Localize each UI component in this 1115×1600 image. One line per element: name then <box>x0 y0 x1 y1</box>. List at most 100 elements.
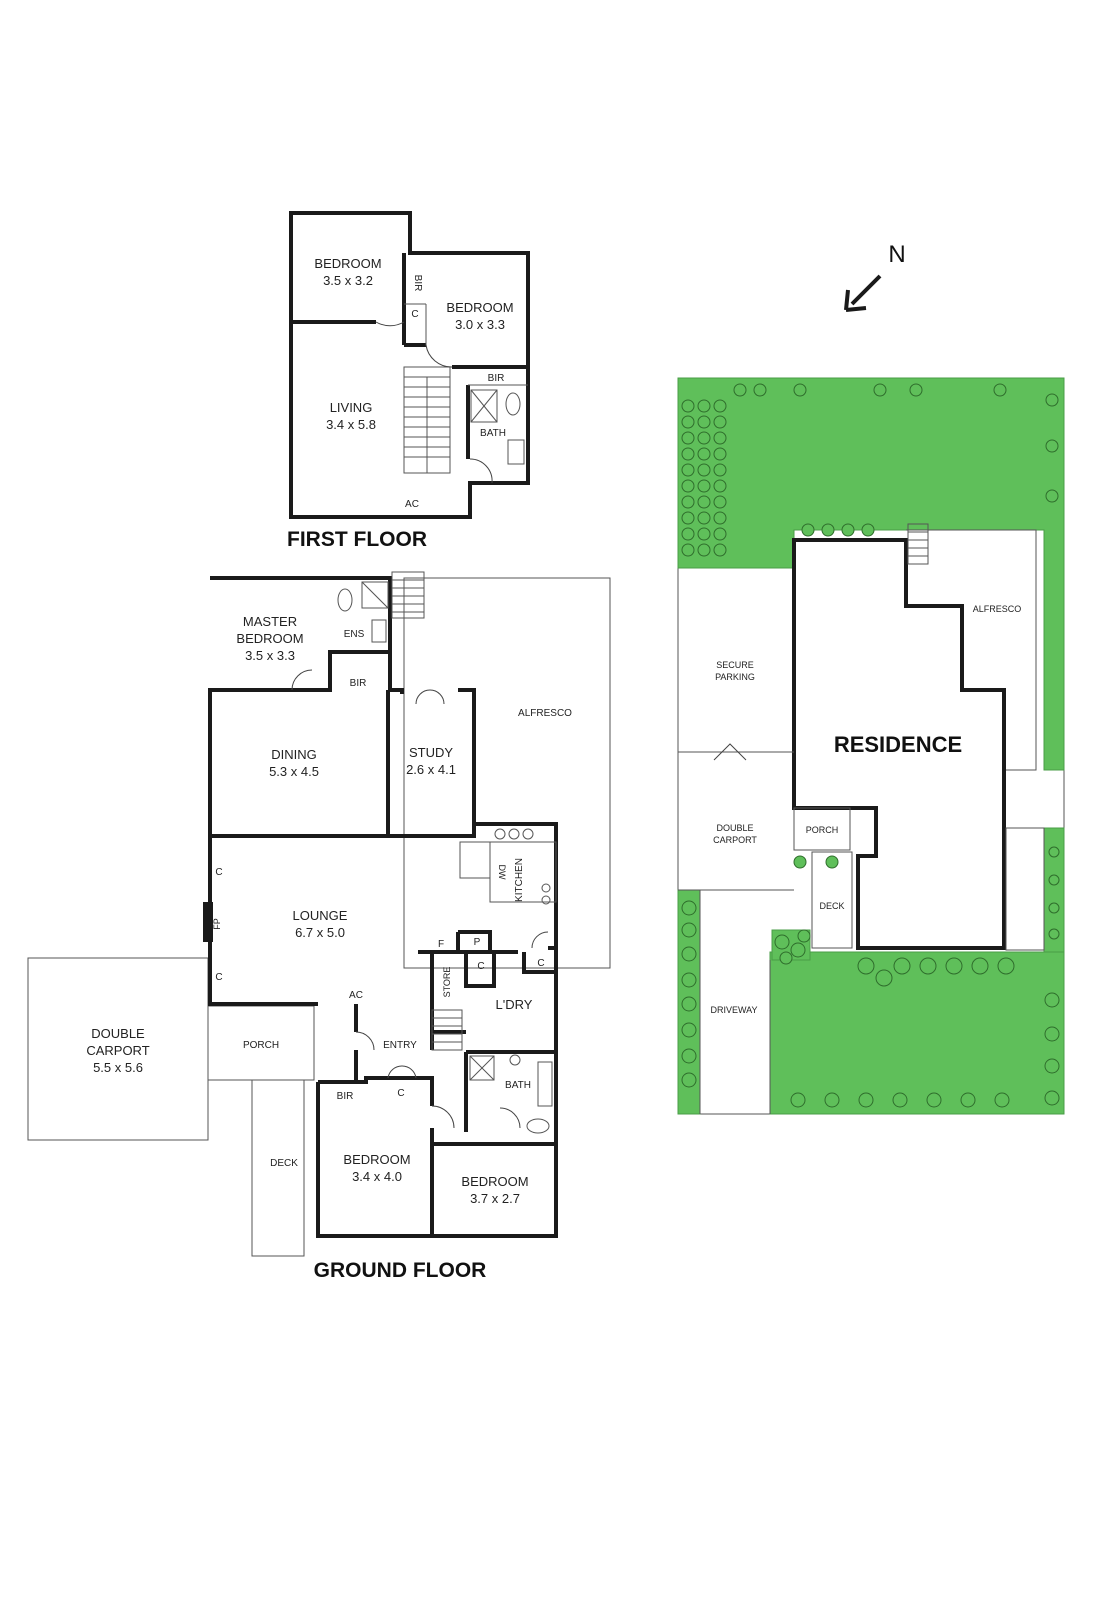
gf-deck-outline <box>251 1079 305 1257</box>
gf-closet-2: C <box>215 972 222 983</box>
gf-bedroom4-size: 3.7 x 2.7 <box>470 1191 520 1206</box>
gf-fireplace <box>203 902 213 942</box>
site-alfresco: ALFRESCO <box>973 604 1022 614</box>
north-arrow: N <box>844 241 906 312</box>
site-porch-outline <box>793 807 851 851</box>
gf-dining-name: DINING <box>271 747 317 762</box>
site-plan: RESIDENCE SECURE PARKING ALFRESCO DOUBLE… <box>677 377 1065 1115</box>
gf-closet-4: C <box>537 958 544 969</box>
ff-living-name: LIVING <box>330 400 373 415</box>
first-floor-toilet <box>505 392 521 416</box>
gf-bath-door <box>499 1107 521 1129</box>
gf-closet3-walls <box>464 952 496 988</box>
ff-bedroom1-size: 3.5 x 3.2 <box>323 273 373 288</box>
gf-entry: ENTRY <box>383 1040 417 1051</box>
gf-ens-shower-diag <box>361 581 389 609</box>
site-secure-parking-1: SECURE <box>716 660 754 670</box>
gf-pantry: P <box>474 937 481 948</box>
gf-ens-vanity <box>371 619 387 643</box>
gf-alfresco-outline <box>403 577 611 969</box>
shower-cross-2 <box>470 389 498 423</box>
gf-cooktop-1 <box>494 828 506 840</box>
ground-floor-heading: GROUND FLOOR <box>314 1259 487 1282</box>
gf-pantry-walls <box>456 930 492 952</box>
gf-bath-basin <box>509 1054 521 1066</box>
gf-store: STORE <box>442 967 452 998</box>
gf-alfresco-door <box>531 931 549 949</box>
gf-bedroom4-name: BEDROOM <box>461 1174 528 1189</box>
gf-bedroom3-size: 3.4 x 4.0 <box>352 1169 402 1184</box>
gf-dw: DW <box>497 865 507 880</box>
gf-bath-toilet <box>526 1118 550 1134</box>
gf-cooktop-3 <box>522 828 534 840</box>
gf-entry-door <box>355 1031 375 1051</box>
gf-bedroom3-door <box>431 1105 455 1129</box>
ff-bath: BATH <box>480 428 506 439</box>
first-floor-vanity <box>507 439 525 465</box>
ff-closet: C <box>411 309 418 320</box>
north-label: N <box>888 241 905 268</box>
gf-study-size: 2.6 x 4.1 <box>406 762 456 777</box>
first-floor-shower <box>470 389 498 423</box>
gf-kitchen-walls <box>472 822 558 950</box>
gf-lounge-size: 6.7 x 5.0 <box>295 925 345 940</box>
gf-lounge-name: LOUNGE <box>293 908 348 923</box>
gf-master-line1: MASTER <box>243 614 297 629</box>
site-secure-parking-2: PARKING <box>715 672 755 682</box>
site-carport-2: CARPORT <box>713 835 757 845</box>
gf-study-double-door <box>415 689 445 705</box>
gf-bath-tub <box>537 1061 553 1107</box>
gf-study-name: STUDY <box>409 745 453 760</box>
site-deck-outline <box>811 851 853 949</box>
site-gate <box>713 743 747 761</box>
gf-kitchen: KITCHEN <box>514 858 525 902</box>
gf-closet-1: C <box>215 867 222 878</box>
first-floor-outer-walls <box>289 211 530 519</box>
gf-alfresco: ALFRESCO <box>518 708 572 719</box>
site-lawn-rear <box>677 377 1065 771</box>
gf-bath-shower <box>469 1055 495 1081</box>
gf-bedroom3-name: BEDROOM <box>343 1152 410 1167</box>
gf-closet-door <box>387 1065 417 1079</box>
first-floor-bedroom2-door <box>425 344 453 368</box>
site-residence-outline <box>792 538 1006 950</box>
gf-carport-line2: CARPORT <box>86 1043 149 1058</box>
ff-bir-vertical: BIR <box>412 275 423 292</box>
gf-stair-treads-top <box>392 579 424 613</box>
first-floor-bath-door <box>469 458 493 484</box>
site-driveway-edges <box>699 890 771 1114</box>
first-floor-heading: FIRST FLOOR <box>287 528 427 551</box>
gf-ens-shower <box>361 581 389 609</box>
first-floor-stair-treads <box>404 376 450 473</box>
first-floor-plan: BEDROOM 3.5 x 3.2 BEDROOM 3.0 x 3.3 LIVI… <box>287 211 530 551</box>
gf-bath-shower-diag2 <box>469 1055 495 1081</box>
gf-carport-size: 5.5 x 5.6 <box>93 1060 143 1075</box>
gf-closet-5: C <box>397 1088 404 1099</box>
first-floor-bedroom-door <box>375 321 405 327</box>
site-driveway: DRIVEWAY <box>710 1005 757 1015</box>
ground-floor-plan: MASTER BEDROOM 3.5 x 3.3 ENS BIR DINING … <box>27 571 611 1282</box>
gf-dining-size: 5.3 x 4.5 <box>269 764 319 779</box>
gf-kitchen-bench <box>489 841 557 903</box>
site-shrubs <box>681 383 1060 1108</box>
gf-closet-3: C <box>477 961 484 972</box>
gf-bir-master: BIR <box>350 678 367 689</box>
gf-sink-2 <box>541 895 551 905</box>
site-stair-treads <box>908 531 928 557</box>
gf-porch: PORCH <box>243 1040 279 1051</box>
site-side-path <box>1005 827 1045 951</box>
gf-fridge: F <box>438 939 444 950</box>
gf-bedrooms-outer <box>316 1082 558 1238</box>
gf-bedroom-top <box>318 1076 434 1106</box>
gf-deck: DECK <box>270 1158 298 1169</box>
gf-master-size: 3.5 x 3.3 <box>245 648 295 663</box>
site-porch: PORCH <box>806 825 839 835</box>
site-carport-1: DOUBLE <box>716 823 753 833</box>
ff-bedroom2-name: BEDROOM <box>446 300 513 315</box>
gf-fp: FP <box>212 918 222 930</box>
ff-living-size: 3.4 x 5.8 <box>326 417 376 432</box>
gf-bir-bed: BIR <box>337 1091 354 1102</box>
ff-bedroom1-name: BEDROOM <box>314 256 381 271</box>
gf-kitchen-island <box>459 841 491 879</box>
